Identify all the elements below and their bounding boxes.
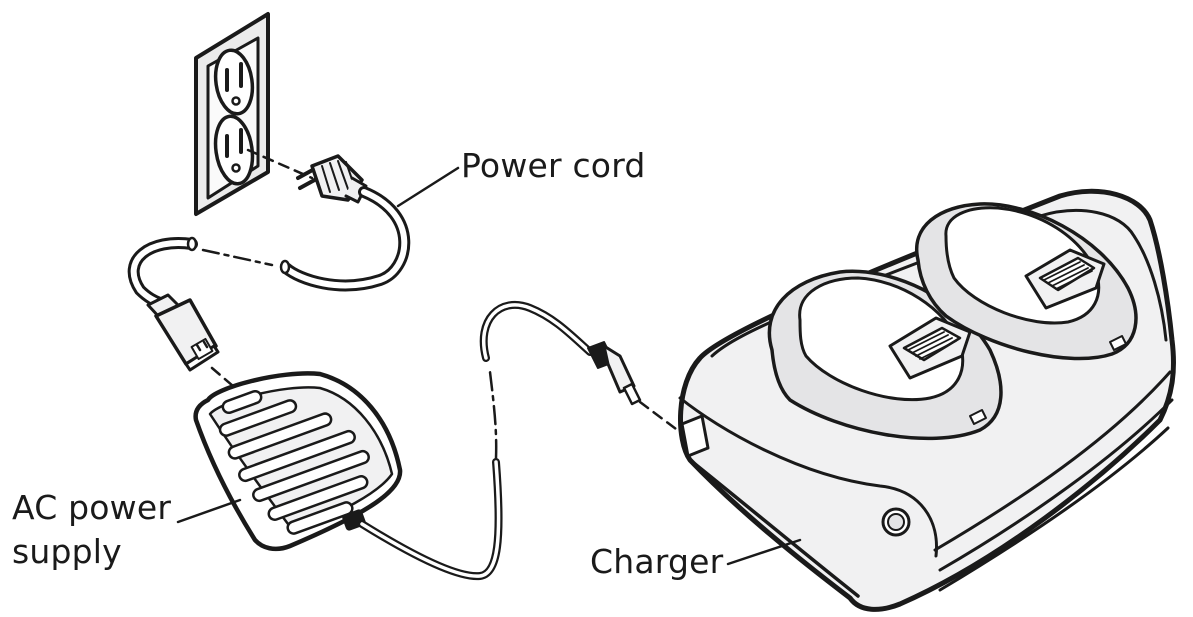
- wall-outlet: [194, 12, 270, 216]
- charger-label: Charger: [590, 542, 724, 581]
- power-cord-cable: [127, 186, 411, 310]
- power-cord-label: Power cord: [461, 146, 646, 185]
- charger-leader: [726, 538, 802, 566]
- ac-power-supply-label: AC power supply: [12, 488, 172, 571]
- power-cord-leader: [396, 166, 460, 208]
- iec-connector: [146, 293, 220, 372]
- dc-cable: [358, 300, 682, 581]
- ac-power-supply: [193, 371, 403, 552]
- charger-bay-right: [914, 202, 1138, 361]
- power-cord-plug: [296, 154, 368, 204]
- charger: [678, 188, 1176, 612]
- ac-supply-leader: [176, 498, 242, 524]
